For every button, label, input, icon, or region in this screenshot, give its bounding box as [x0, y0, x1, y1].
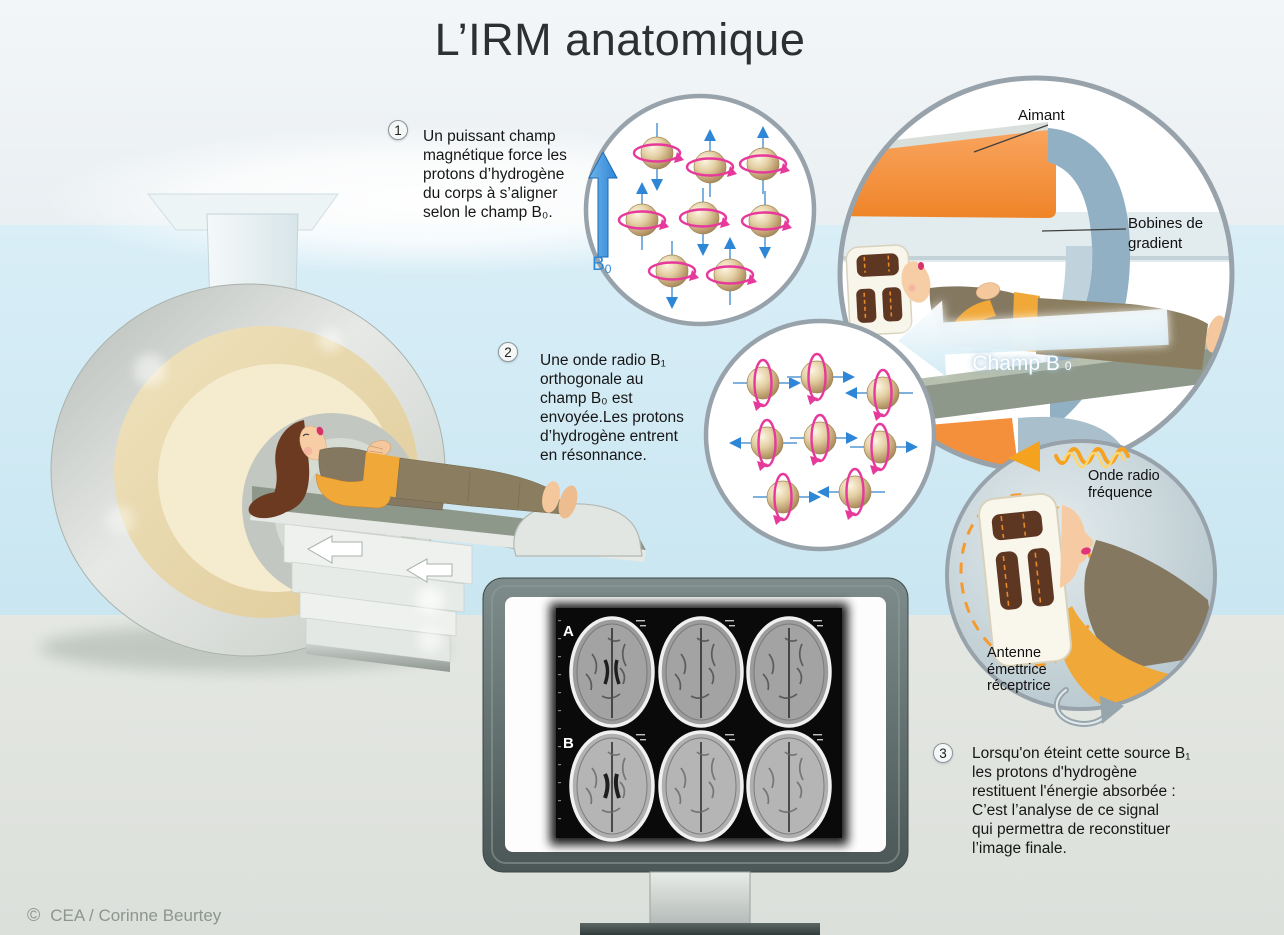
- scan-row-label: B: [563, 735, 574, 752]
- step-1-badge: 1: [388, 120, 408, 140]
- proton-down: [740, 191, 792, 259]
- brain-scan: [658, 616, 744, 728]
- proton-down: [678, 188, 730, 256]
- label-antenne: Antenne émettrice réceptrice: [987, 645, 1051, 694]
- monitor-base: [580, 923, 820, 935]
- proton-right: [850, 422, 918, 475]
- table-motion-arrow: [306, 535, 363, 564]
- label-champ-b0-sub: 0: [1064, 359, 1072, 373]
- head-coil: [978, 492, 1072, 667]
- step-2-text: Une onde radio B₁ orthogonale au champ B…: [540, 352, 684, 464]
- step-1-text: Un puissant champ magnétique force les p…: [423, 128, 567, 221]
- brain-scan-grid: AB: [558, 616, 832, 842]
- table-motion-arrow: [405, 558, 453, 583]
- rf-wave-arrow: [1008, 441, 1130, 472]
- brain-scan: [746, 730, 832, 842]
- proton-right: [790, 413, 858, 466]
- credit-text: CEA / Corinne Beurtey: [50, 906, 222, 925]
- aimant-pointer-line: [973, 124, 1049, 153]
- brain-scan: [569, 616, 655, 728]
- step-2-badge: 2: [498, 342, 518, 362]
- rotation-arrow: [1054, 687, 1124, 727]
- brain-scan: [658, 730, 744, 842]
- label-onde-radio: Onde radio fréquence: [1088, 468, 1160, 501]
- monitor: AB: [482, 577, 909, 935]
- proton-left: [817, 467, 885, 520]
- proton-right: [753, 472, 821, 525]
- patient: [248, 420, 578, 519]
- inset-protons-b0: [583, 93, 817, 327]
- proton-up: [705, 237, 757, 305]
- b0-field-arrow: [588, 150, 618, 258]
- patient-face: [1060, 505, 1094, 588]
- inset-protons-b1: [703, 318, 937, 552]
- label-aimant: Aimant: [1018, 107, 1065, 124]
- proton-up: [617, 182, 669, 250]
- step-3-badge: 3: [933, 743, 953, 763]
- label-bobines: Bobines de gradient: [1128, 215, 1204, 252]
- proton-right: [733, 358, 801, 411]
- brain-scan: [569, 730, 655, 842]
- label-champ-b0-text: Champ B: [972, 352, 1060, 375]
- proton-down: [632, 123, 684, 191]
- champ-b0-arrow: [898, 300, 1169, 377]
- inset-cutaway: [837, 75, 1235, 473]
- credit-line: © CEA / Corinne Beurtey: [27, 905, 221, 926]
- scan-row-label: A: [563, 623, 574, 640]
- inset-antenna: [945, 439, 1217, 727]
- step-3-text: Lorsqu'on éteint cette source B₁ les pro…: [972, 745, 1191, 857]
- proton-up: [738, 126, 790, 194]
- label-b0-field: B0: [592, 254, 611, 276]
- copyright-icon: ©: [27, 905, 41, 925]
- page-title: L’IRM anatomique: [434, 14, 806, 65]
- monitor-stand: [649, 871, 751, 926]
- label-b0-sub: 0: [604, 262, 612, 276]
- label-champ-b0: Champ B 0: [927, 352, 1117, 376]
- proton-left: [845, 368, 913, 421]
- proton-down: [647, 241, 699, 309]
- proton-up: [685, 129, 737, 197]
- proton-right: [787, 352, 855, 405]
- label-b0-text: B: [592, 254, 605, 275]
- brain-scan: [746, 616, 832, 728]
- proton-left: [729, 418, 797, 471]
- bobines-pointer-line: [1041, 228, 1127, 232]
